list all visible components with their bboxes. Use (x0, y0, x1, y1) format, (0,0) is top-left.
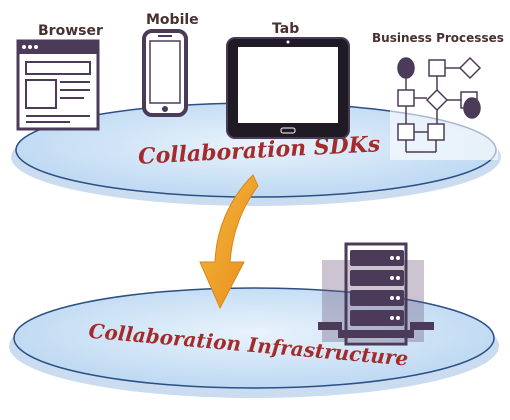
browser-label: Browser (38, 23, 103, 39)
server-rack-icon (318, 242, 434, 346)
top-platform: Collaboration SDKs (11, 102, 501, 206)
business-processes-label: Business Processes (372, 31, 504, 45)
tablet-icon (226, 37, 350, 139)
tab-label: Tab (272, 21, 299, 37)
browser-window-icon (16, 39, 100, 131)
bottom-platform: Collaboration Infrastructure (9, 287, 499, 398)
flowchart-icon (390, 52, 498, 160)
mobile-label: Mobile (146, 12, 199, 28)
mobile-phone-icon (142, 29, 188, 117)
down-arrow-icon (199, 174, 259, 310)
